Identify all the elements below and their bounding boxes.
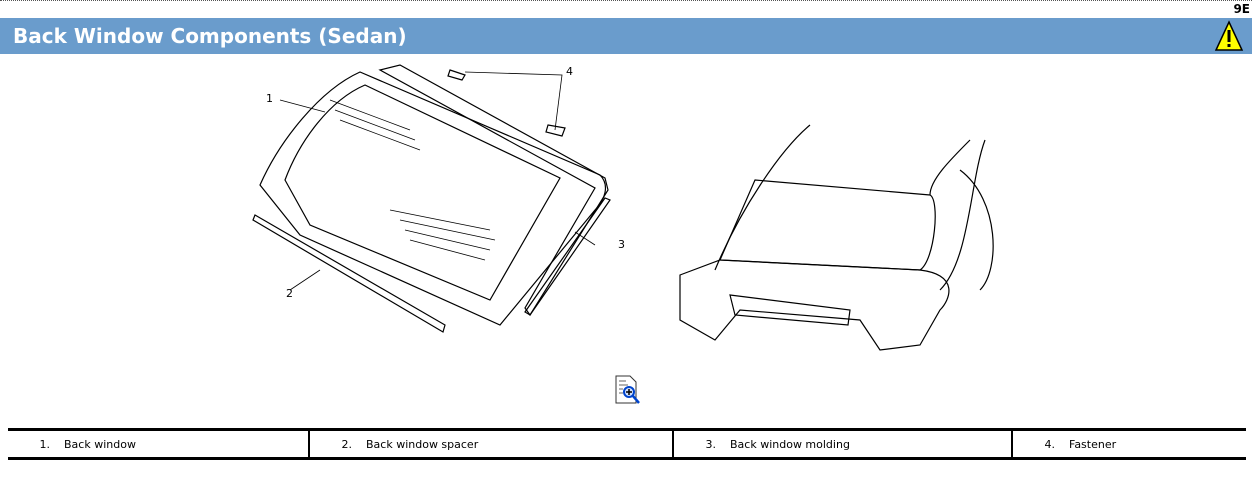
legend-label: Back window spacer <box>366 437 479 451</box>
legend-label: Back window molding <box>730 437 850 451</box>
callout-4: 4 <box>566 65 573 78</box>
legend-num: 1. <box>39 437 51 451</box>
callout-1: 1 <box>266 92 273 105</box>
sedan-rear-view <box>679 124 994 351</box>
zoom-document-icon[interactable] <box>614 375 642 405</box>
page-title: Back Window Components (Sedan) <box>13 24 407 48</box>
callout-3: 3 <box>618 238 625 251</box>
warning-icon[interactable] <box>1214 20 1244 52</box>
legend-num: 4. <box>1011 429 1063 459</box>
legend-table: 1. Back window 2. Back window spacer 3. … <box>8 428 1246 460</box>
callout-2: 2 <box>286 287 293 300</box>
header-banner: Back Window Components (Sedan) <box>0 18 1252 54</box>
page-code: 9E <box>1233 2 1250 16</box>
back-window-illustration: 1 2 3 4 <box>252 64 994 351</box>
legend-num: 2. <box>308 429 360 459</box>
legend-label: Fastener <box>1069 437 1117 451</box>
top-divider <box>0 0 1252 1</box>
legend-num: 3. <box>672 429 724 459</box>
legend-label: Back window <box>64 437 136 451</box>
